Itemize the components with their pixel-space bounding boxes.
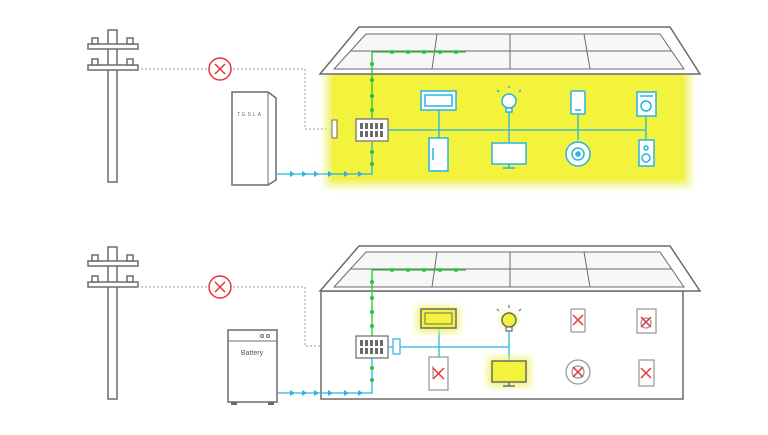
speaker-icon <box>638 139 655 167</box>
outage-x-icon <box>208 275 232 299</box>
monitor-icon <box>488 358 530 387</box>
monitor-icon <box>491 142 527 169</box>
battery-brand-label: TESLA <box>237 112 263 118</box>
outage-x-icon <box>208 57 232 81</box>
tv-icon <box>420 90 457 111</box>
phone-icon <box>570 90 586 115</box>
electrical-panel <box>355 118 389 142</box>
washer-icon <box>636 91 657 117</box>
scene-top: TESLA <box>87 26 702 186</box>
backup-subpanel <box>392 338 401 355</box>
powerwall-battery: TESLA <box>231 91 277 186</box>
electrical-panel <box>355 335 389 359</box>
lightbulb-icon <box>496 305 522 332</box>
fridge-icon <box>428 137 449 172</box>
off-x-marks <box>432 314 652 380</box>
smoke-detector-icon <box>565 141 591 167</box>
utility-pole-icon <box>87 246 139 400</box>
lightbulb-icon <box>496 86 522 113</box>
utility-pole-icon <box>87 29 139 183</box>
scene-bottom: Battery <box>87 245 702 405</box>
meter-box <box>331 119 338 139</box>
tv-icon <box>417 307 459 332</box>
battery-label: Battery <box>241 350 264 357</box>
standalone-battery: Battery <box>227 329 278 405</box>
